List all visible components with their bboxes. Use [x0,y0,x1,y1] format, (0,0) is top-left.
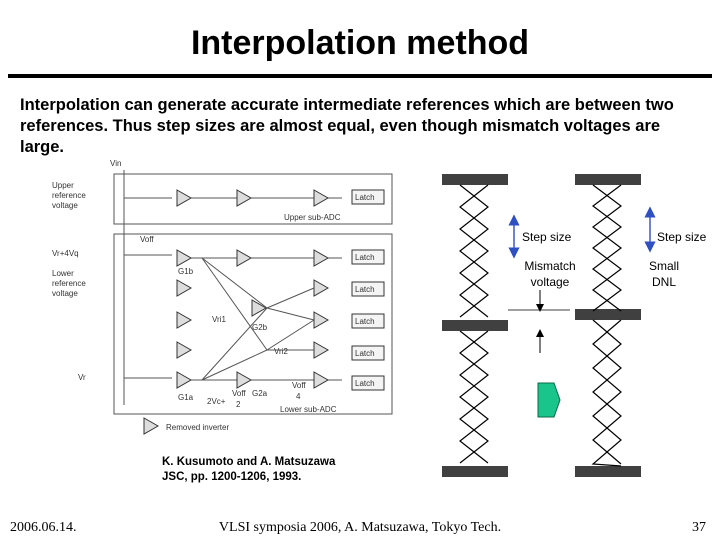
intro-paragraph: Interpolation can generate accurate inte… [20,96,674,156]
left-step-size-label: Step size [522,230,572,244]
lower-subadc-label: Lower sub-ADC [280,405,337,414]
right-bottom-bar [575,466,641,477]
small-dnl-label: Small DNL [640,258,688,290]
citation-journal: JSC, pp. 1200-1206, 1993. [162,471,302,483]
mismatch-line: Mismatch [524,259,576,273]
vr-label: Vr [78,373,86,382]
vc-label: 2Vc+ [207,397,226,406]
footer-center: VLSI symposia 2006, A. Matsuzawa, Tokyo … [218,520,502,535]
citation-authors: K. Kusumoto and A. Matsuzawa [162,456,336,468]
latch-label: Latch [355,285,375,294]
right-top-bar [575,174,641,185]
left-bottom-bar [442,466,508,477]
mismatch-line: voltage [530,275,570,289]
vri2-label: Vri2 [274,347,288,356]
citation: K. Kusumoto and A. Matsuzawa JSC, pp. 12… [162,455,335,485]
circuit-diagram: Latch Latch Latch Latch Latch Latch Vin … [52,160,393,435]
upper-subadc-label: Upper sub-ADC [284,213,341,222]
voff2-label: Voff [232,389,246,398]
g1a-label: G1a [178,393,194,402]
vin-label: Vin [110,160,121,168]
left-ladder [442,174,508,477]
small-dnl-line: Small [648,259,679,273]
footer-date: 2006.06.14. [10,520,77,535]
removed-inverter-symbol [143,417,160,435]
g2b-label: G2b [252,323,268,332]
slide-title: Interpolation method [190,24,530,62]
voff-label: Voff [140,235,154,244]
voff2-label: 2 [236,400,241,409]
removed-inverter-label: Removed inverter [166,423,229,432]
vr-4vq-label: Vr+4Vq [52,249,79,258]
g1b-label: G1b [178,267,194,276]
left-top-bar [442,174,508,185]
small-dnl-line: DNL [651,275,676,289]
latch-label: Latch [355,253,375,262]
ladder-illustration [442,174,656,477]
lower-ref-label: voltage [52,289,78,298]
lower-ref-label: reference [52,279,86,288]
vri1-label: Vri1 [212,315,226,324]
upper-ref-label: reference [52,191,86,200]
upper-ref-label: Upper [52,181,74,190]
title-rule [8,74,712,78]
latch-label: Latch [355,317,375,326]
latch-label: Latch [355,193,375,202]
right-step-size-label: Step size [657,230,707,244]
upper-subadc-box [113,173,393,225]
right-ladder [575,174,641,477]
g2a-label: G2a [252,389,268,398]
lower-ref-label: Lower [52,269,74,278]
mismatch-voltage-label: Mismatch voltage [510,258,590,290]
voff4-label: Voff [292,381,306,390]
upper-ref-label: voltage [52,201,78,210]
transition-arrow [537,382,561,418]
right-mid-bar [575,309,641,320]
latch-label: Latch [355,349,375,358]
latch-label: Latch [355,379,375,388]
lower-subadc-box [113,233,393,415]
page-number: 37 [692,520,706,535]
voff4-label: 4 [296,392,301,401]
left-mid-bar [442,320,508,331]
